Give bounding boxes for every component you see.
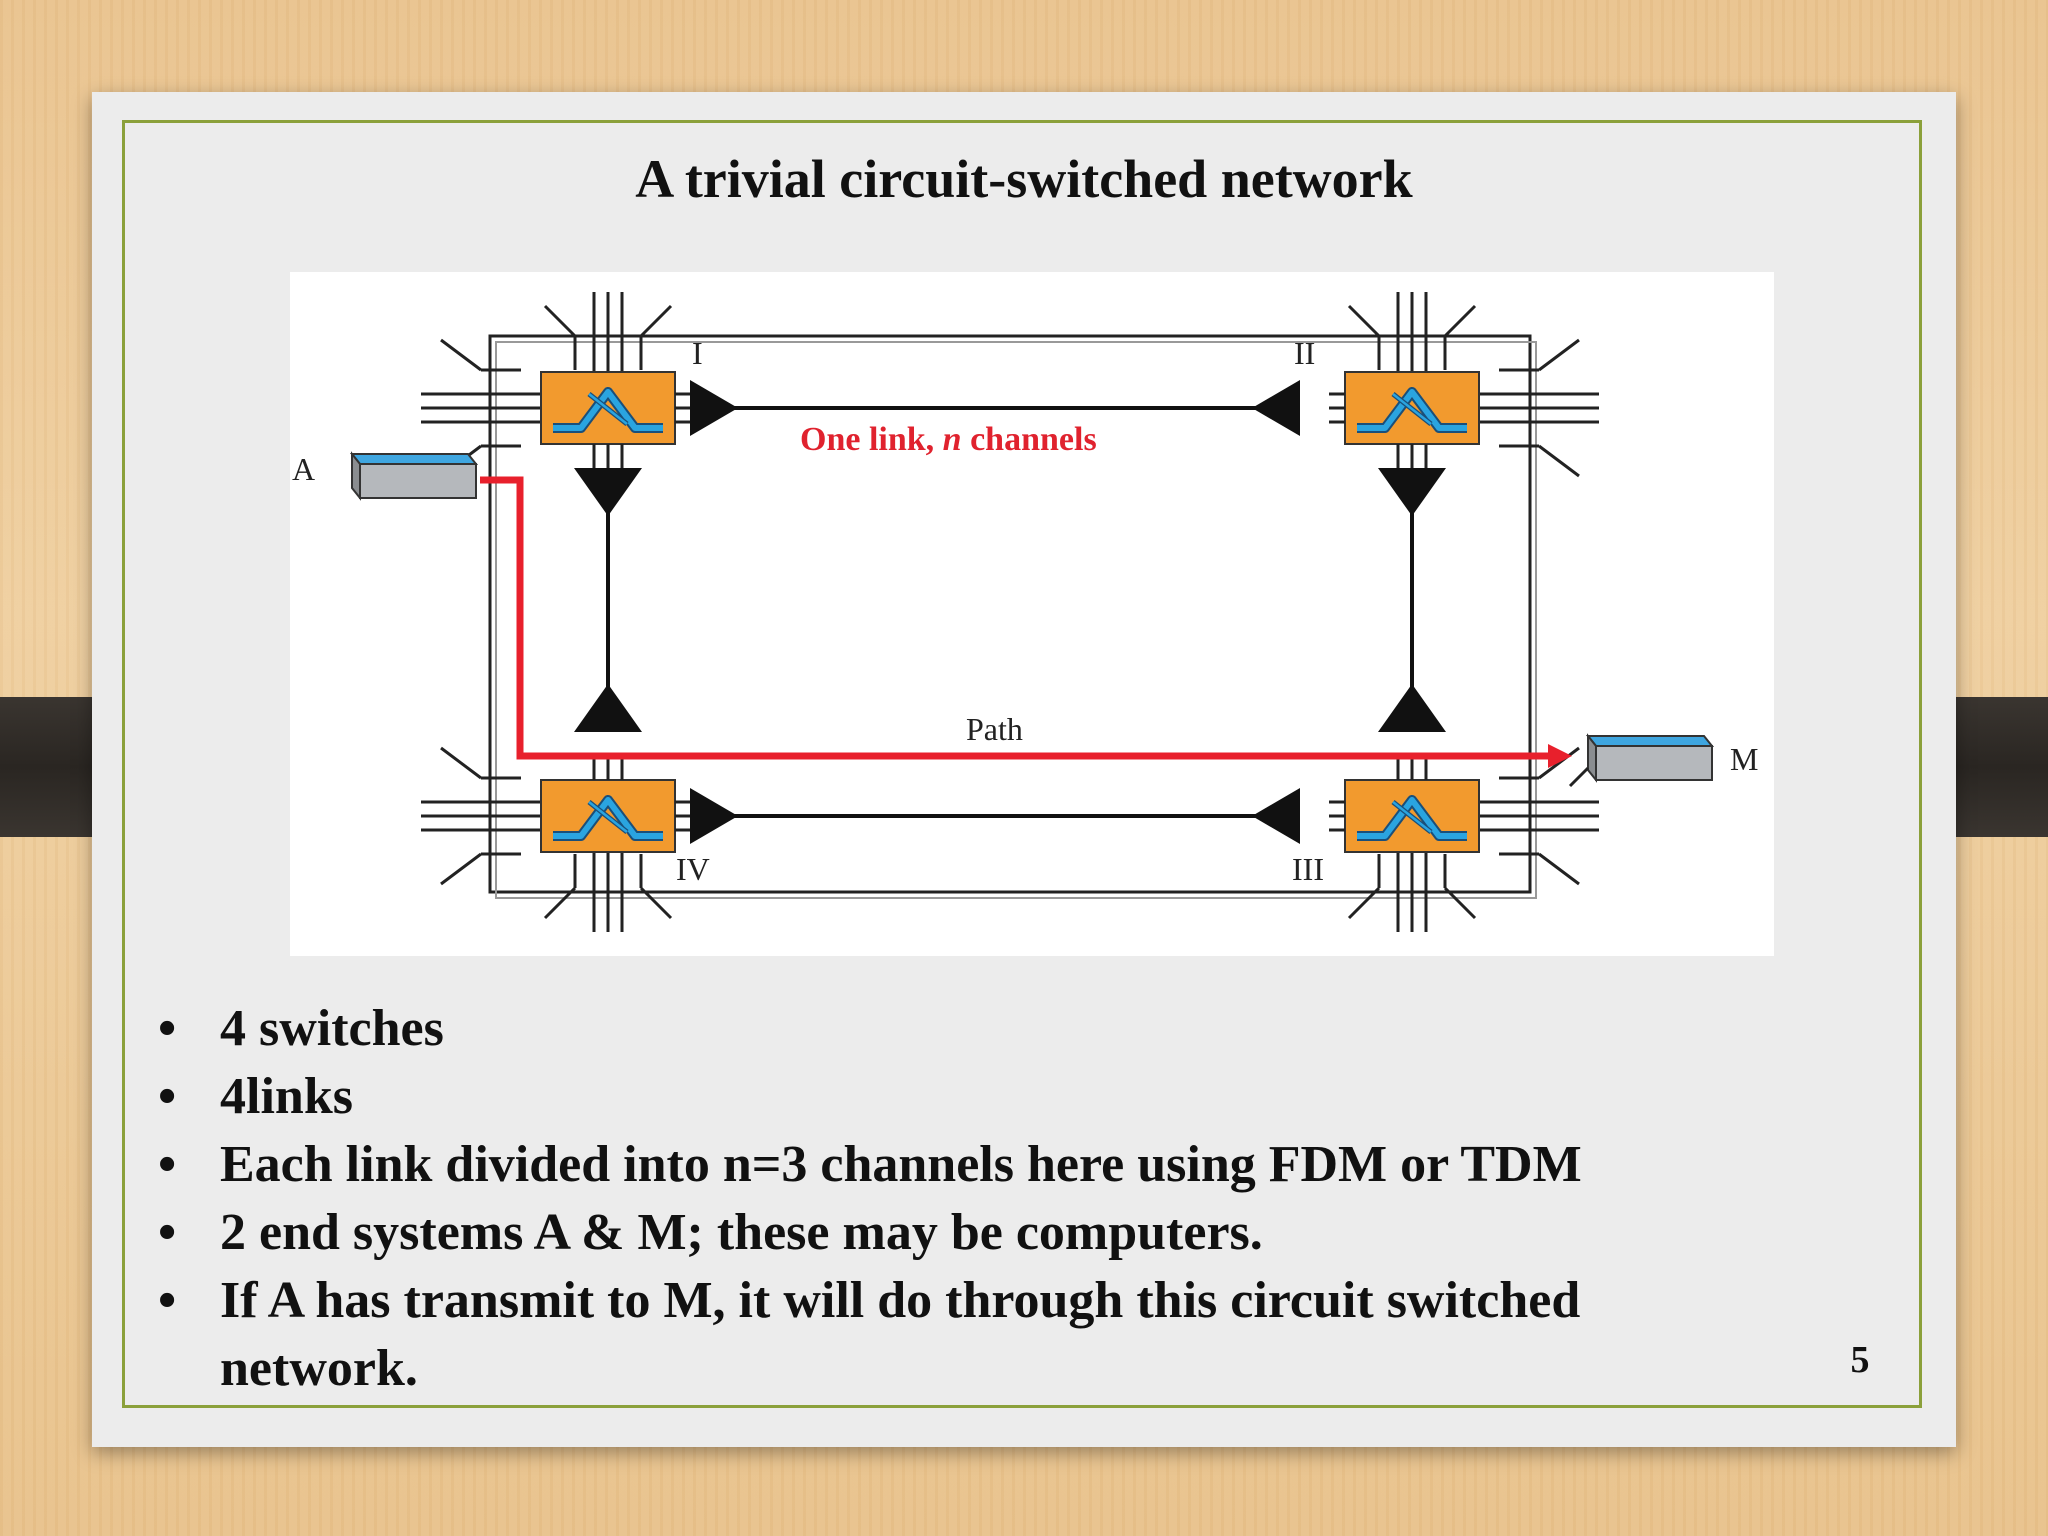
switch-I	[419, 290, 691, 478]
bullet-text: 4links	[220, 1068, 353, 1125]
switch-III	[1329, 746, 1601, 934]
slide-frame	[122, 120, 1922, 1408]
bullet-text: 4 switches	[220, 1000, 444, 1057]
slide-title: A trivial circuit-switched network	[635, 149, 1413, 209]
network-diagram: A M I II III IV Path One link, n channel…	[290, 272, 1774, 956]
end-system-A	[349, 451, 479, 501]
bullet-symbol: •	[158, 1000, 177, 1057]
label-one-link: One link, n channels	[800, 421, 1097, 458]
label-switch-III: III	[1292, 851, 1324, 887]
bullet-symbol: •	[158, 1136, 177, 1193]
bullet-item: • 2 end systems A & M; these may be compu…	[158, 1199, 1758, 1267]
label-switch-I: I	[692, 335, 703, 371]
label-switch-IV: IV	[676, 851, 710, 887]
switch-II	[1329, 290, 1601, 478]
page-number: 5	[1850, 1339, 1870, 1381]
bullet-list: • 4 switches • 4links • Each link divided i…	[158, 995, 1758, 1403]
bullet-item: • Each link divided into n=3 channels her…	[158, 1131, 1758, 1199]
label-A: A	[292, 451, 315, 487]
bullet-symbol: •	[158, 1068, 177, 1125]
bullet-item: • 4 switches	[158, 995, 1758, 1063]
label-path: Path	[966, 711, 1023, 747]
end-system-M	[1568, 733, 1715, 788]
bullet-text: Each link divided into n=3 channels here…	[220, 1136, 1582, 1193]
bullet-symbol: •	[158, 1272, 177, 1329]
bullet-item: • 4links	[158, 1063, 1758, 1131]
label-M: M	[1730, 741, 1758, 777]
bullet-text: If A has transmit to M, it will do throu…	[220, 1272, 1581, 1397]
switch-IV	[419, 746, 691, 934]
label-switch-II: II	[1294, 335, 1315, 371]
bullet-symbol: •	[158, 1204, 177, 1261]
bullet-text: 2 end systems A & M; these may be comput…	[220, 1204, 1263, 1261]
bullet-item: • If A has transmit to M, it will do thro…	[158, 1267, 1758, 1403]
